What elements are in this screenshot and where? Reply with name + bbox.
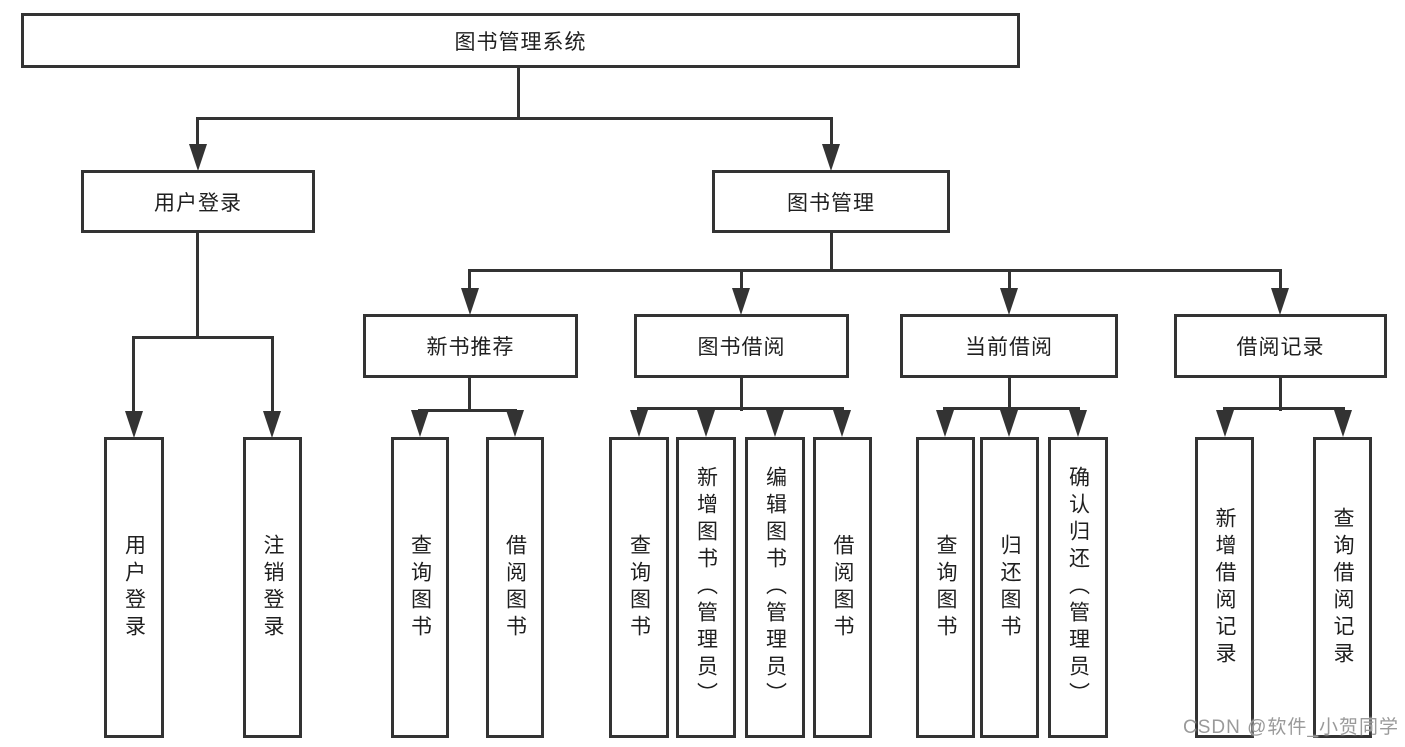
node-root-library-system: 图书管理系统: [21, 13, 1020, 68]
connector-line: [740, 378, 743, 411]
node-label: 当前借阅: [965, 336, 1053, 359]
connector-line: [1279, 378, 1282, 411]
node-current-borrow: 当前借阅: [900, 314, 1118, 378]
node-label: 新增图书（管理员）: [694, 466, 718, 709]
arrowhead-down: [506, 410, 524, 437]
leaf-edit-book-admin: 编辑图书（管理员）: [745, 437, 805, 738]
node-label: 借阅记录: [1236, 336, 1325, 359]
node-label: 新书推荐: [426, 336, 515, 359]
leaf-add-book-admin: 新增图书（管理员）: [676, 437, 736, 738]
node-label: 归还图书: [998, 533, 1021, 642]
arrowhead-down: [630, 410, 648, 437]
csdn-watermark: CSDN @软件_小贺同学: [1183, 717, 1399, 738]
node-label: 图书管理系统: [454, 30, 587, 54]
arrowhead-down: [766, 410, 784, 437]
node-label: 注销登录: [261, 533, 284, 642]
arrowhead-down: [936, 410, 954, 437]
node-label: 查询借阅记录: [1331, 506, 1354, 669]
connector-line: [1279, 269, 1282, 292]
node-label: 图书管理: [787, 191, 875, 215]
connector-line: [468, 378, 471, 412]
leaf-user-login: 用户登录: [104, 437, 164, 738]
node-label: 新增借阅记录: [1213, 506, 1236, 669]
connector-line: [740, 269, 743, 292]
node-label: 用户登录: [122, 533, 146, 642]
node-label: 用户登录: [154, 191, 242, 215]
connector-line: [830, 117, 833, 147]
node-book-borrow: 图书借阅: [634, 314, 849, 378]
arrowhead-down: [1334, 410, 1352, 437]
arrowhead-down: [461, 288, 479, 315]
arrowhead-down: [1000, 288, 1018, 315]
arrowhead-down: [732, 288, 750, 315]
arrowhead-down: [697, 410, 715, 437]
connector-bar: [637, 407, 844, 410]
connector-line: [830, 233, 833, 272]
leaf-return-book: 归还图书: [980, 437, 1039, 738]
node-label: 编辑图书（管理员）: [763, 466, 787, 709]
connector-bar: [943, 407, 1080, 410]
leaf-borrow-books: 借阅图书: [813, 437, 872, 738]
arrowhead-down: [822, 144, 840, 171]
connector-bar: [418, 409, 517, 412]
node-user-login: 用户登录: [81, 170, 315, 233]
leaf-query-borrow-record: 查询借阅记录: [1313, 437, 1372, 738]
leaf-add-borrow-record: 新增借阅记录: [1195, 437, 1254, 738]
arrowhead-down: [1216, 410, 1234, 437]
arrowhead-down: [189, 144, 207, 171]
leaf-query-books-current: 查询图书: [916, 437, 975, 738]
arrowhead-down: [125, 411, 143, 438]
leaf-borrow-books-recommend: 借阅图书: [486, 437, 544, 738]
arrowhead-down: [1000, 410, 1018, 437]
connector-line: [196, 117, 199, 147]
node-label: 借阅图书: [831, 533, 854, 642]
node-new-book-recommend: 新书推荐: [363, 314, 578, 378]
node-label: 查询图书: [934, 533, 957, 642]
leaf-query-books-borrow: 查询图书: [609, 437, 669, 738]
connector-root-bar: [197, 117, 833, 120]
node-label: 借阅图书: [503, 533, 527, 642]
arrowhead-down: [1069, 410, 1087, 437]
connector-line: [196, 233, 199, 339]
arrowhead-down: [1271, 288, 1289, 315]
arrowhead-down: [263, 411, 281, 438]
node-label: 查询图书: [627, 533, 651, 642]
node-label: 图书借阅: [697, 336, 786, 359]
connector-root-stem: [517, 68, 520, 120]
connector-line: [271, 336, 274, 413]
node-book-management: 图书管理: [712, 170, 950, 233]
leaf-logout: 注销登录: [243, 437, 302, 738]
connector-line: [1008, 378, 1011, 411]
leaf-query-books-recommend: 查询图书: [391, 437, 449, 738]
arrowhead-down: [411, 410, 429, 437]
arrowhead-down: [833, 410, 851, 437]
connector-bar: [468, 269, 1282, 272]
connector-line: [132, 336, 135, 413]
leaf-confirm-return-admin: 确认归还（管理员）: [1048, 437, 1108, 738]
connector-line: [468, 269, 471, 292]
connector-bar: [132, 336, 274, 339]
node-borrow-records: 借阅记录: [1174, 314, 1387, 378]
connector-bar: [1223, 407, 1345, 410]
node-label: 确认归还（管理员）: [1066, 466, 1090, 709]
connector-line: [1008, 269, 1011, 292]
node-label: 查询图书: [408, 533, 432, 642]
